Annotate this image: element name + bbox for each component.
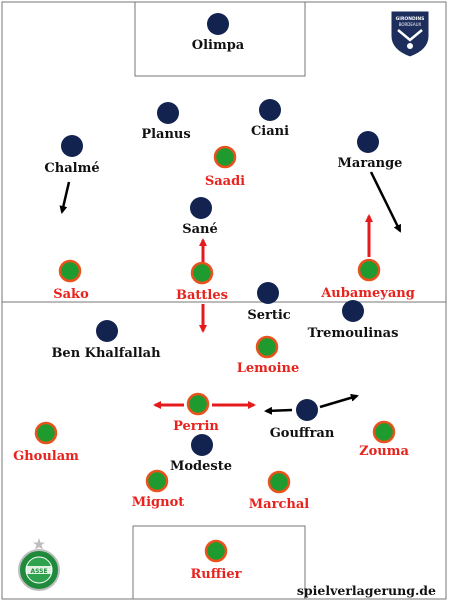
player-label: Mignot: [132, 495, 185, 510]
player-olimpa: Olimpa: [192, 13, 245, 53]
gouffran-right-arrow: [319, 393, 359, 409]
player-marker: [357, 131, 379, 153]
player-mignot: Mignot: [132, 469, 185, 510]
asse-logo-text: ASSE: [30, 568, 47, 575]
player-marker: [61, 135, 83, 157]
star-icon: [33, 538, 45, 550]
chalme-arrow: [59, 181, 71, 214]
player-marker: [213, 145, 237, 169]
player-tremoulinas: Tremoulinas: [308, 300, 399, 341]
player-marker: [58, 259, 82, 283]
player-label: Ruffier: [191, 567, 242, 582]
player-label: Zouma: [359, 444, 409, 459]
player-label: Chalmé: [44, 161, 99, 176]
player-perrin: Perrin: [173, 392, 219, 434]
player-label: Ciani: [251, 124, 289, 139]
player-label: Olimpa: [192, 38, 245, 53]
player-marker: [96, 320, 118, 342]
saint-etienne-players: Saadi Sako Battles Aubameyang Lemoine Pe…: [13, 145, 415, 582]
player-marker: [190, 197, 212, 219]
player-label: Lemoine: [237, 361, 300, 376]
watermark-text: spielverlagerung.de: [297, 583, 436, 598]
player-sane: Sané: [182, 197, 218, 237]
bordeaux-shield-icon: [390, 10, 430, 58]
player-label: Sané: [182, 222, 218, 237]
gouffran-left-arrow: [264, 406, 293, 415]
player-marker: [342, 300, 364, 322]
player-ben-khalfallah: Ben Khalfallah: [51, 320, 161, 361]
player-label: Marange: [338, 156, 403, 171]
player-marker: [255, 335, 279, 359]
player-gouffran: Gouffran: [270, 399, 335, 441]
player-zouma: Zouma: [359, 420, 409, 459]
player-label: Sako: [53, 287, 89, 302]
player-marker: [190, 261, 214, 285]
player-ciani: Ciani: [251, 99, 289, 139]
player-marker: [191, 434, 213, 456]
player-lemoine: Lemoine: [237, 335, 300, 376]
player-label: Ben Khalfallah: [51, 346, 161, 361]
player-marchal: Marchal: [249, 470, 309, 512]
player-marker: [204, 539, 228, 563]
player-marker: [357, 258, 381, 282]
red-movement-arrows: [153, 214, 373, 409]
player-sako: Sako: [53, 259, 89, 302]
bottom-penalty-box: [132, 525, 306, 600]
top-penalty-box: [134, 1, 306, 77]
player-label: Battles: [176, 288, 228, 303]
player-label: Saadi: [205, 174, 245, 189]
player-marker: [34, 421, 58, 445]
player-marker: [257, 282, 279, 304]
player-marker: [207, 13, 229, 35]
player-label: Tremoulinas: [308, 326, 399, 341]
player-marker: [157, 102, 179, 124]
bordeaux-logo-text-1: GIRONDINS: [396, 16, 425, 22]
bordeaux-scapular-icon: [397, 29, 423, 42]
player-marker: [259, 99, 281, 121]
player-ruffier: Ruffier: [191, 539, 242, 582]
player-label: Planus: [141, 127, 190, 142]
player-marange: Marange: [338, 131, 403, 171]
player-chalme: Chalmé: [44, 135, 100, 176]
bordeaux-ball-icon: [407, 43, 413, 49]
black-movement-arrows: [59, 171, 402, 415]
player-battles: Battles: [176, 261, 228, 303]
player-label: Perrin: [173, 419, 219, 434]
player-marker: [186, 392, 210, 416]
player-marker: [296, 399, 318, 421]
bordeaux-logo: GIRONDINS BORDEAUX: [390, 10, 430, 58]
player-marker: [267, 470, 291, 494]
player-label: Aubameyang: [320, 286, 415, 301]
player-label: Marchal: [249, 497, 309, 512]
player-ghoulam: Ghoulam: [13, 421, 79, 464]
player-label: Sertic: [247, 308, 290, 323]
player-modeste: Modeste: [170, 434, 232, 474]
player-label: Ghoulam: [13, 449, 79, 464]
bordeaux-logo-text-2: BORDEAUX: [399, 22, 422, 27]
player-saadi: Saadi: [205, 145, 245, 189]
player-planus: Planus: [141, 102, 191, 142]
saint-etienne-logo: ASSE: [18, 538, 60, 591]
player-sertic: Sertic: [247, 282, 291, 323]
bordeaux-players: Olimpa Planus Ciani Chalmé Marange Sané …: [44, 13, 402, 474]
player-label: Modeste: [170, 459, 232, 474]
player-aubameyang: Aubameyang: [320, 258, 415, 301]
marange-arrow: [369, 171, 402, 233]
player-marker: [145, 469, 169, 493]
player-label: Gouffran: [270, 426, 335, 441]
player-marker: [372, 420, 396, 444]
